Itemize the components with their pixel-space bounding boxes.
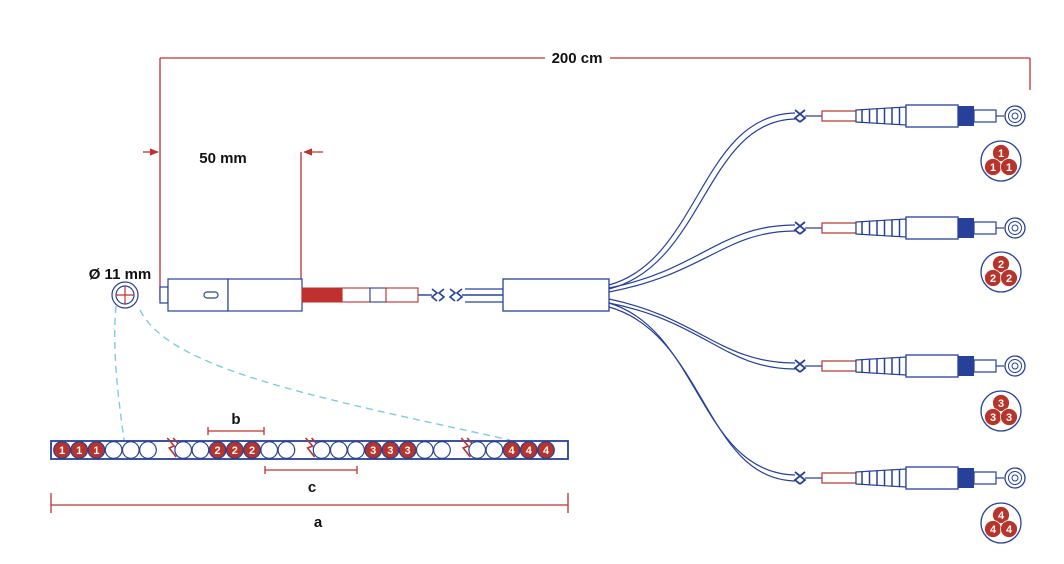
leader-lines [114,305,511,441]
dimension-c [264,466,358,474]
leg-connector [793,354,1026,378]
fiber-label: 2 [215,445,221,457]
dimension-cable-length [159,57,1031,300]
end-face-fiber-label: 1 [1006,162,1012,174]
leg-connectors [793,104,1026,490]
fiber-label: 3 [405,445,411,457]
end-face-fiber-label: 1 [990,162,996,174]
leg-connector [793,216,1026,240]
label-b: b [231,411,240,428]
main-connector [159,278,303,312]
fiber-empty [415,441,434,459]
end-face-fiber-label: 3 [998,398,1004,410]
fiber-empty [260,441,279,459]
fiber-empty [312,441,331,459]
fiber-labelled [243,441,261,459]
fiber-label: 4 [526,445,533,457]
fiber-label: 3 [387,445,393,457]
diameter-label: Ø 11 mm [89,266,152,283]
end-face-fiber [992,255,1010,273]
fiber-labelled [537,441,555,459]
fiber-label: 2 [232,445,238,457]
end-face-fiber-label: 3 [990,412,996,424]
end-face-fiber [1000,408,1018,426]
end-face-fiber-label: 4 [998,510,1005,522]
end-face-fiber [1000,520,1018,538]
dimension-b [207,427,265,435]
fiber-empty [174,441,193,459]
end-face-fiber-label: 1 [998,148,1004,160]
cable-length-label: 200 cm [552,50,603,67]
fiber-label: 1 [59,445,65,457]
fiber-labelled [519,441,538,459]
breakout-legs [608,112,796,482]
end-face-fiber-label: 2 [990,273,996,285]
leg-connector [793,466,1026,490]
end-face-fiber-label: 3 [1006,412,1012,424]
fiber-empty [468,441,487,459]
fiber-empty [277,441,296,459]
end-face-fiber [992,394,1010,412]
fiber-label: 1 [93,445,99,457]
fiber-empty [329,441,348,459]
connector-length-label: 50 mm [199,150,247,167]
fiber-empty [191,441,210,459]
fiber-labelled [87,441,106,459]
fiber-labelled [70,441,89,459]
end-face-fiber [992,506,1010,524]
strain-relief [301,287,503,303]
label-c: c [308,479,316,496]
end-view-icon [111,281,139,309]
fiber-empty [347,441,365,459]
fiber-label: 3 [370,445,376,457]
fiber-label: 4 [509,445,516,457]
fiber-empty [485,441,504,459]
dimension-a [50,493,569,513]
end-face-fiber-label: 4 [1006,524,1013,536]
leg-connector [793,104,1026,128]
end-face-fiber [992,144,1010,162]
dimension-connector-length [143,148,323,284]
end-face-fiber [1000,269,1018,287]
label-a: a [314,514,323,531]
end-face-fiber-label: 2 [998,259,1004,271]
end-face-fiber [1000,158,1018,176]
end-face-fiber-label: 2 [1006,273,1012,285]
fiber-empty [121,441,140,459]
fiber-empty [139,441,157,459]
fiber-empty [433,441,451,459]
splitter-body [502,278,610,312]
end-face-fiber-label: 4 [990,524,997,536]
fiber-label: 1 [76,445,82,457]
fiber-label: 2 [249,445,255,457]
fiber-empty [104,441,123,459]
fiber-label: 4 [543,445,550,457]
